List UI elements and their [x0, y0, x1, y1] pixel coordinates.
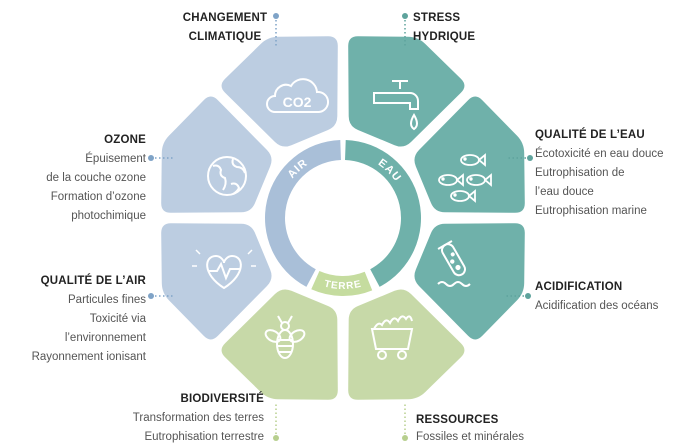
label-qualite-air-item-4: Rayonnement ionisant	[31, 351, 146, 363]
segment-stress	[348, 36, 465, 147]
segment-group	[161, 36, 525, 400]
label-qualite-air-title: QUALITÉ DE L’AIR	[40, 275, 146, 287]
label-qualite-eau-item-4: Eutrophisation marine	[535, 205, 647, 217]
connector-climat-dot	[273, 13, 279, 19]
svg-text:TERRE: TERRE	[323, 279, 363, 292]
label-biodiversite-item-1: Transformation des terres	[132, 412, 264, 424]
segment-ressources	[348, 289, 465, 400]
test-tube-icon	[437, 240, 471, 287]
connector-group	[148, 13, 533, 441]
icon-group: CO2	[192, 78, 492, 360]
connector-stress-dot	[402, 13, 408, 19]
label-qualite-eau-item-3: l’eau douce	[535, 186, 594, 198]
label-biodiversite: BIODIVERSITÉ Transformation des terres E…	[88, 390, 264, 447]
globe-icon	[207, 156, 247, 196]
segment-climat	[221, 36, 338, 147]
label-qualite-air-item-3: l’environnement	[64, 332, 146, 344]
label-biodiversite-item-2: Eutrophisation terrestre	[144, 431, 264, 443]
label-changement-climatique: CHANGEMENT CLIMATIQUE	[160, 9, 290, 47]
inner-ring: AIR EAU TERRE	[265, 140, 421, 296]
label-stress-title-1: STRESS	[413, 12, 461, 24]
connector-qualite-air-dot	[148, 293, 154, 299]
label-qualite-air-item-1: Particules fines	[68, 294, 146, 306]
ring-water-arc	[345, 140, 421, 287]
connector-ozone-dot	[148, 155, 154, 161]
connector-acidification-dot	[525, 293, 531, 299]
label-ressources: RESSOURCES Fossiles et minérales	[416, 412, 576, 446]
label-qualite-eau-item-2: Eutrophisation de	[535, 167, 625, 179]
label-ozone-title: OZONE	[104, 134, 146, 146]
label-stress-title-2: HYDRIQUE	[413, 31, 476, 43]
label-ressources-item-1: Fossiles et minérales	[416, 431, 525, 443]
co2-cloud-icon: CO2	[266, 78, 329, 113]
label-qualite-eau-title: QUALITÉ DE L’EAU	[535, 129, 645, 141]
water-tap-icon	[373, 80, 419, 131]
label-ozone-item-4: photochimique	[71, 210, 146, 222]
connector-ressources-dot	[402, 435, 408, 441]
ring-land-arc	[311, 270, 373, 296]
mine-cart-icon	[370, 315, 414, 360]
label-ozone: OZONE Épuisement de la couche ozone Form…	[20, 131, 146, 226]
ring-air-arc	[265, 140, 341, 287]
ring-terre-label: TERRE	[323, 279, 362, 292]
label-ressources-title: RESSOURCES	[416, 414, 499, 426]
label-climat-title-2: CLIMATIQUE	[188, 31, 262, 43]
label-acidification-title: ACIDIFICATION	[535, 281, 623, 293]
label-qualite-air: QUALITÉ DE L’AIR Particules fines Toxici…	[0, 272, 146, 367]
label-ozone-item-2: de la couche ozone	[46, 172, 146, 184]
label-stress-hydrique: STRESS HYDRIQUE	[413, 9, 533, 47]
segment-biodiversite	[221, 289, 338, 400]
co2-icon-text: CO2	[283, 94, 312, 110]
label-qualite-eau-item-1: Écotoxicité en eau douce	[535, 148, 664, 160]
label-qualite-eau: QUALITÉ DE L’EAU Écotoxicité en eau douc…	[535, 126, 689, 221]
label-ozone-item-1: Épuisement	[85, 153, 146, 165]
label-acidification: ACIDIFICATION Acidification des océans	[535, 278, 689, 316]
label-biodiversite-title: BIODIVERSITÉ	[180, 393, 264, 405]
label-ozone-item-3: Formation d’ozone	[50, 191, 146, 203]
connector-qualite-eau-dot	[527, 155, 533, 161]
fish-icon	[438, 153, 492, 203]
heart-pulse-icon	[192, 249, 256, 290]
label-acidification-item-1: Acidification des océans	[535, 300, 659, 312]
label-qualite-air-item-2: Toxicité via	[89, 313, 146, 325]
connector-biodiversite-dot	[273, 435, 279, 441]
label-climat-title-1: CHANGEMENT	[182, 12, 268, 24]
